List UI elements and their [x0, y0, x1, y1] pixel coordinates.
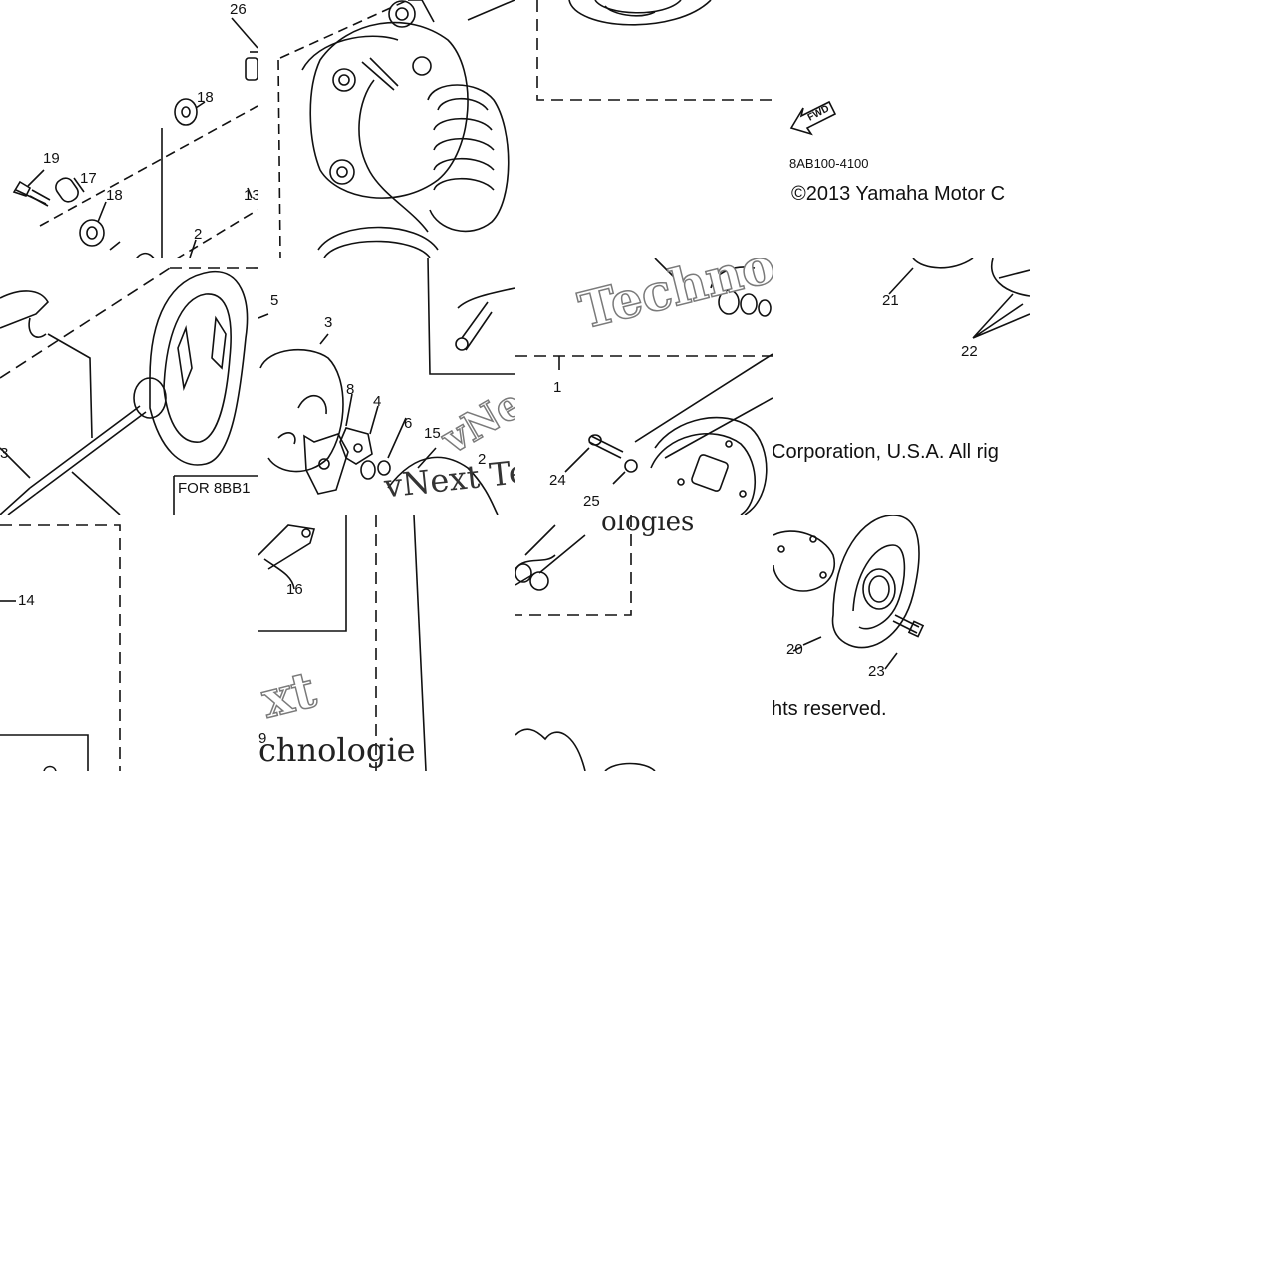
part-number-26: 26 [230, 1, 247, 18]
diagram-tile-cable: 16 9 xt chnologie [258, 515, 515, 771]
tile-legend-drawing [789, 100, 837, 136]
part-number-2: 2 [194, 226, 203, 243]
tile-cable-drawing [258, 515, 427, 771]
part-number-18: 18 [106, 187, 123, 204]
part-number-8: 8 [346, 381, 355, 398]
diagram-tile-starter-housing [258, 0, 515, 258]
diagram-tile-cover: 14 [0, 515, 258, 771]
part-number-6: 6 [404, 415, 413, 432]
watermark-text: ologies [601, 515, 695, 537]
part-number-2: 2 [478, 451, 487, 468]
tile-starter-housing-drawing [277, 0, 515, 258]
copyright-line-2: Corporation, U.S.A. All rig [773, 441, 999, 463]
part-number-3: 3 [324, 314, 333, 331]
diagram-tile-handle: 3 FOR 8BB1 [0, 258, 258, 515]
part-number-15: 15 [424, 425, 441, 442]
diagram-tile-legend: FWD 8AB100-4100 ©2013 Yamaha Motor C [773, 0, 1030, 258]
part-number-18: 18 [197, 89, 214, 106]
tile-fasteners-drawing [12, 17, 258, 268]
part-number-24: 24 [549, 472, 566, 489]
copyright-line-3: hts reserved. [773, 698, 887, 720]
part-number-19: 19 [43, 150, 60, 167]
part-number-3: 3 [0, 445, 9, 462]
tile-spring-drawing [536, 0, 773, 101]
tile-cover-drawing [0, 524, 121, 771]
part-number-25: 25 [583, 493, 600, 510]
part-number-4: 4 [373, 393, 382, 410]
part-number-13: 13 [244, 187, 258, 204]
tile-drive-plate-drawing [515, 258, 773, 515]
part-number-20: 20 [786, 641, 803, 658]
note-box-label: FOR 8BB1 [178, 480, 251, 497]
part-number-21: 21 [882, 292, 899, 309]
diagram-tile-sheave: 20 23 hts reserved. [773, 515, 1030, 771]
part-number-17: 17 [80, 170, 97, 187]
diagram-code: 8AB100-4100 [789, 156, 869, 171]
copyright-line-1: ©2013 Yamaha Motor C [791, 183, 1006, 205]
part-number-22: 22 [961, 343, 978, 360]
tile-sheave-drawing [773, 515, 925, 670]
part-number-5: 5 [270, 292, 279, 309]
diagram-tile-drive-plate: 1 24 25 Techno [515, 258, 773, 515]
part-number-1: 1 [553, 379, 562, 396]
part-number-14: 14 [18, 592, 35, 609]
tile-handle-drawing [0, 267, 258, 515]
tile-pawl-drawing [258, 258, 515, 515]
tile-nuts-drawing [515, 515, 656, 771]
diagram-tile-spring [515, 0, 773, 258]
diagram-tile-fasteners: 26 18 19 17 18 13 2 [0, 0, 258, 268]
diagram-tile-clutch-parts: 21 22 Corporation, U.S.A. All rig [773, 258, 1030, 515]
watermark-text: chnologie [258, 731, 416, 769]
tile-clutch-parts-drawing [888, 258, 1030, 339]
part-number-16: 16 [286, 581, 303, 598]
diagram-tile-pawl: 5 3 8 4 6 15 2 vNe vNext Te [258, 258, 515, 515]
part-number-23: 23 [868, 663, 885, 680]
part-number-9: 9 [258, 730, 267, 747]
diagram-tile-nuts: ologies [515, 515, 773, 771]
